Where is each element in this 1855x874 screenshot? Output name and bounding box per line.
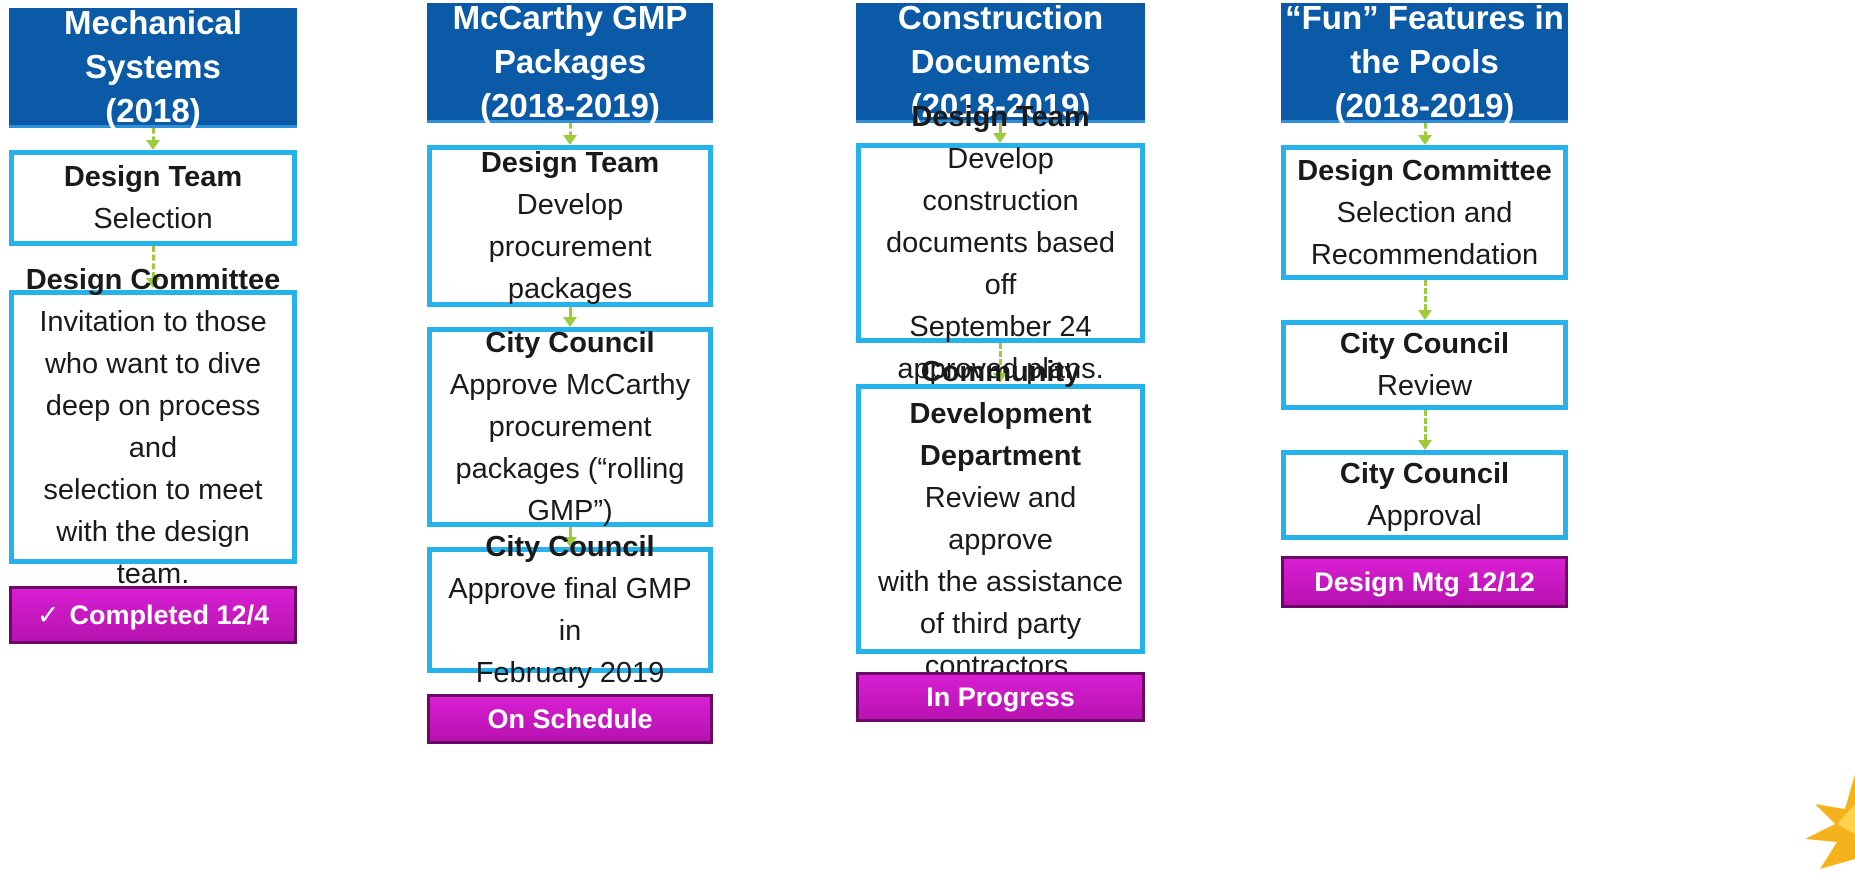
step-line: Invitation to those — [39, 306, 267, 338]
step-line: team. — [116, 558, 190, 590]
step-line: Selection — [93, 203, 213, 235]
header-line: Documents — [910, 42, 1091, 80]
status-badge-on-schedule: On Schedule — [427, 694, 713, 744]
connector — [1424, 280, 1427, 310]
connector — [1424, 410, 1427, 440]
step-title: City Council — [1339, 458, 1510, 490]
step-design-committee: Design Committee Invitation to those who… — [9, 264, 297, 590]
header-line: (2018-2019) — [1334, 86, 1515, 124]
status-label: Design Mtg 12/12 — [1314, 566, 1535, 597]
step-line: with the design — [56, 516, 250, 548]
header-mechanical-systems: Mechanical Systems (2018) — [9, 4, 297, 129]
header-line: “Fun” Features in — [1285, 0, 1564, 36]
header-line: Packages — [493, 42, 647, 80]
connector-arrow — [993, 373, 1007, 383]
header-line: the Pools — [1350, 42, 1499, 80]
step-title: City Council — [1339, 328, 1510, 360]
step-line: Selection and — [1336, 196, 1513, 229]
step-line: Approve McCarthy — [449, 369, 691, 401]
step-line: Develop — [516, 189, 624, 221]
connector — [569, 527, 572, 539]
step-city-council-final-gmp: City Council Approve final GMP in Februa… — [427, 531, 713, 689]
connector — [1424, 123, 1427, 137]
connector — [999, 343, 1002, 373]
step-title: Design Team — [911, 101, 1090, 133]
step-title: Development — [909, 398, 1092, 430]
connector — [152, 246, 155, 278]
step-line: selection to meet — [43, 474, 263, 506]
connector-arrow — [563, 317, 577, 327]
step-title: Design Committee — [25, 264, 281, 296]
status-badge-in-progress: In Progress — [856, 672, 1145, 722]
step-design-team-selection: Design Team Selection — [9, 150, 297, 246]
header-line: Construction — [897, 0, 1104, 36]
header-mccarthy-gmp-packages: McCarthy GMP Packages (2018-2019) — [427, 0, 713, 124]
step-line: GMP”) — [527, 495, 613, 527]
connector-arrow — [1418, 440, 1432, 450]
connector-arrow — [993, 133, 1007, 143]
step-line: Recommendation — [1310, 238, 1539, 271]
step-line: packages (“rolling — [455, 453, 685, 485]
step-title: City Council — [485, 327, 655, 359]
header-line: (2018) — [105, 91, 201, 129]
connector — [152, 128, 155, 142]
step-line: with the assistance — [877, 566, 1123, 598]
step-title: Design Team — [63, 161, 243, 193]
status-badge-completed: ✓ Completed 12/4 — [9, 586, 297, 644]
step-design-committee-selection: Design Committee Selection and Recommend… — [1281, 145, 1568, 280]
connector-arrow — [146, 278, 160, 288]
step-line: packages — [507, 273, 633, 305]
connector — [569, 123, 572, 137]
step-city-council-approval: City Council Approval — [1281, 450, 1568, 540]
step-line: Review and approve — [924, 482, 1077, 556]
step-title: City Council — [485, 531, 655, 563]
header-line: (2018-2019) — [910, 86, 1091, 124]
step-line: documents based off — [886, 227, 1115, 301]
header-line: Mechanical — [64, 3, 242, 41]
connector-arrow — [1418, 135, 1432, 145]
step-line: February 2019 — [475, 657, 665, 689]
status-badge-design-mtg: Design Mtg 12/12 — [1281, 556, 1568, 608]
step-line: deep on process and — [45, 390, 261, 464]
status-label: On Schedule — [487, 703, 653, 734]
connector-arrow — [1418, 310, 1432, 320]
step-design-team-construction-docs: Design Team Develop construction documen… — [856, 101, 1145, 385]
step-line: procurement — [488, 231, 652, 263]
step-title: Department — [919, 440, 1082, 472]
step-line: September 24 — [909, 311, 1092, 343]
step-title: Design Team — [480, 147, 660, 179]
step-line: Approve final GMP in — [448, 573, 692, 647]
step-city-council-approve-packages: City Council Approve McCarthy procuremen… — [427, 327, 713, 527]
connector — [569, 307, 572, 319]
step-line: procurement — [488, 411, 652, 443]
step-line: who want to dive — [44, 348, 261, 380]
step-design-team-procurement: Design Team Develop procurement packages — [427, 145, 713, 307]
status-label: In Progress — [926, 681, 1075, 712]
header-line: (2018-2019) — [480, 86, 660, 124]
header-fun-features-pools: “Fun” Features in the Pools (2018-2019) — [1281, 0, 1568, 124]
connector-arrow — [146, 140, 160, 150]
header-line: Systems — [85, 47, 221, 85]
step-community-development-department: Community Development Department Review … — [856, 356, 1145, 682]
step-line: of third party — [919, 608, 1082, 640]
connector-arrow — [563, 537, 577, 547]
step-line: Approval — [1367, 500, 1482, 532]
connector-arrow — [563, 135, 577, 145]
status-label: Completed 12/4 — [69, 599, 270, 630]
step-city-council-review: City Council Review — [1281, 320, 1568, 410]
header-construction-documents: Construction Documents (2018-2019) — [856, 0, 1145, 124]
step-title: Design Committee — [1297, 154, 1552, 187]
checkmark-icon: ✓ — [36, 599, 60, 630]
header-line: McCarthy GMP — [452, 0, 688, 36]
sun-icon — [1805, 774, 1855, 869]
connector — [999, 123, 1002, 135]
step-title: Community — [920, 356, 1081, 388]
step-line: Review — [1376, 370, 1473, 402]
step-line: Develop construction — [922, 143, 1079, 217]
